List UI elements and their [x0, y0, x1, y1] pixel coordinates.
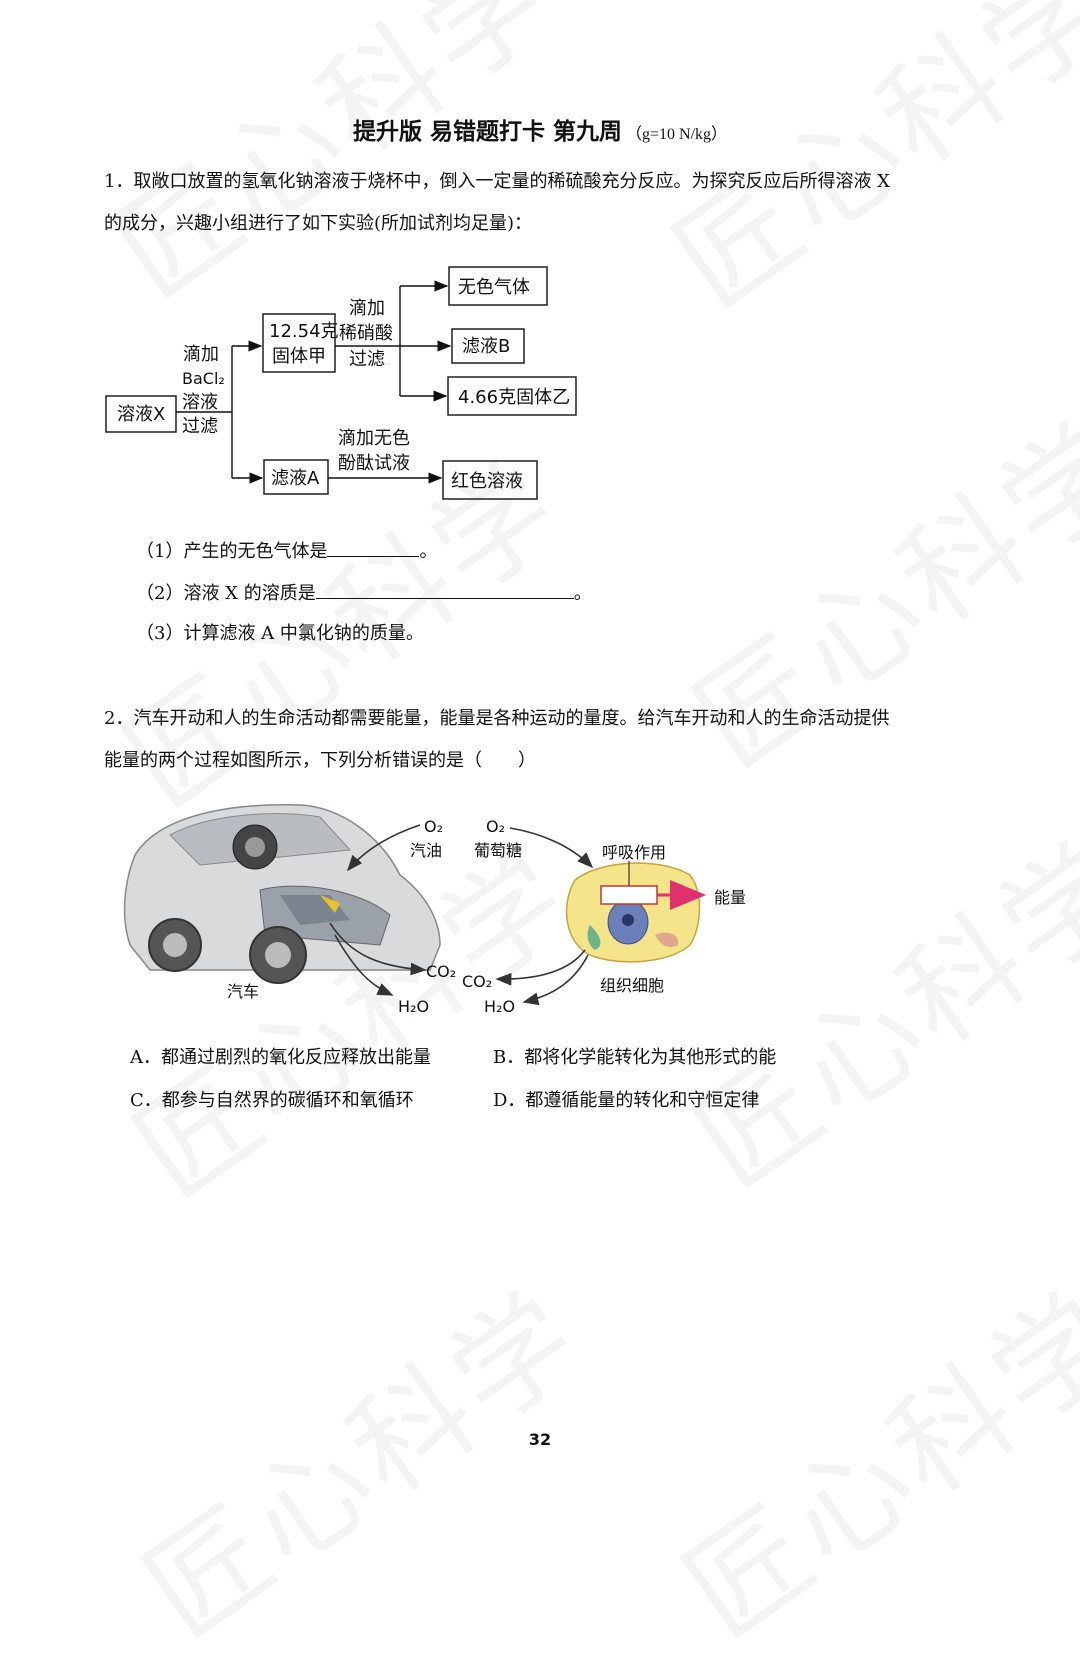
flow-step2-l2: 稀硝酸 — [339, 323, 393, 344]
page-number: 32 — [528, 1430, 552, 1449]
box-red-solution — [442, 460, 538, 500]
answer-blank-2[interactable] — [315, 580, 574, 599]
q2-option-b[interactable]: B．都将化学能转化为其他形式的能 — [493, 1047, 777, 1068]
flow-step1-l2: BaCl₂ — [182, 369, 225, 388]
q1-sub1: （1）产生的无色气体是 。 — [136, 538, 437, 564]
q1-stem-line1: 1．取敞口放置的氢氧化钠溶液于烧杯中，倒入一定量的稀硫酸充分反应。为探究反应后所… — [104, 171, 890, 192]
label-energy: 能量 — [714, 888, 746, 907]
flow-step2-l3: 过滤 — [349, 349, 385, 370]
label-cell: 组织细胞 — [600, 976, 664, 995]
label-glucose: 葡萄糖 — [474, 841, 522, 860]
label-co2-car: CO₂ — [426, 962, 456, 981]
q2-stem-line2: 能量的两个过程如图所示，下列分析错误的是（ ） — [104, 750, 536, 771]
page-title: 提升版 易错题打卡 第九周（g=10 N/kg） — [0, 112, 1080, 146]
flow-start: 溶液X — [117, 404, 165, 425]
label-h2o-car: H₂O — [398, 997, 429, 1016]
flow-solid-b: 4.66克固体乙 — [458, 387, 570, 408]
cell-illustration — [565, 861, 701, 963]
flow-step3-l1: 滴加无色 — [338, 428, 410, 449]
label-o2-glucose: O₂ — [486, 817, 505, 836]
label-gasoline: 汽油 — [410, 841, 442, 860]
q1-sub1-end: 。 — [419, 541, 438, 562]
watermark: 匠心科学 — [106, 1243, 610, 1668]
watermark: 匠心科学 — [646, 1243, 1080, 1668]
box-filtrate-b — [451, 328, 525, 364]
box-gas — [448, 266, 548, 306]
flow-filtrate-b: 滤液B — [462, 336, 510, 357]
title-text: 提升版 易错题打卡 第九周 — [352, 119, 622, 145]
q1-sub3: （3）计算滤液 A 中氯化钠的质量。 — [136, 623, 424, 644]
flow-solid-l1: 12.54克 — [269, 321, 339, 342]
respiration-box — [600, 885, 658, 905]
label-respiration: 呼吸作用 — [602, 843, 666, 862]
q1-sub2-end: 。 — [573, 583, 592, 604]
q2-stem-line1: 2．汽车开动和人的生命活动都需要能量，能量是各种运动的量度。给汽车开动和人的生命… — [104, 708, 890, 729]
label-car: 汽车 — [227, 982, 259, 1001]
label-h2o-cell: H₂O — [484, 997, 515, 1016]
q1-sub2: （2）溶液 X 的溶质是 。 — [136, 580, 592, 606]
flow-gas: 无色气体 — [458, 277, 530, 298]
q2-figure: O₂ 汽油 O₂ 葡萄糖 呼吸作用 能量 CO₂ CO₂ H₂O H₂O 组织细… — [123, 804, 746, 1016]
box-solid-b — [447, 376, 577, 416]
q2-option-a[interactable]: A．都通过剧烈的氧化反应释放出能量 — [130, 1047, 431, 1068]
flow-solid-l2: 固体甲 — [272, 346, 326, 367]
q1-sub1-text: （1）产生的无色气体是 — [136, 541, 328, 562]
flow-step3-l2: 酚酞试液 — [338, 453, 410, 474]
q1-sub2-text: （2）溶液 X 的溶质是 — [136, 583, 316, 604]
flow-step1-l4: 过滤 — [182, 416, 218, 437]
box-filtrate-a — [263, 459, 329, 495]
q2-option-d[interactable]: D．都遵循能量的转化和守恒定律 — [493, 1090, 760, 1111]
title-subtitle: （g=10 N/kg） — [625, 126, 728, 143]
flow-step1-l3: 溶液 — [182, 392, 218, 413]
flow-red: 红色溶液 — [451, 471, 523, 492]
label-o2-gasoline: O₂ — [424, 817, 443, 836]
label-co2-cell: CO₂ — [462, 972, 492, 991]
box-solution-x — [105, 395, 177, 433]
q1-stem-line2: 的成分，兴趣小组进行了如下实验(所加试剂均足量)： — [104, 213, 533, 234]
flow-step2-l1: 滴加 — [349, 298, 385, 319]
answer-blank-1[interactable] — [327, 538, 420, 557]
q2-option-c[interactable]: C．都参与自然界的碳循环和氧循环 — [130, 1090, 414, 1111]
box-solid-a — [262, 313, 336, 373]
car-illustration — [123, 804, 441, 984]
flow-filtrate-a: 滤液A — [271, 468, 320, 489]
q1-flowchart: 溶液X 滴加 BaCl₂ 溶液 过滤 12.54克 固体甲 滴加 稀硝酸 过滤 … — [105, 266, 577, 500]
flow-step1-l1: 滴加 — [183, 344, 219, 365]
